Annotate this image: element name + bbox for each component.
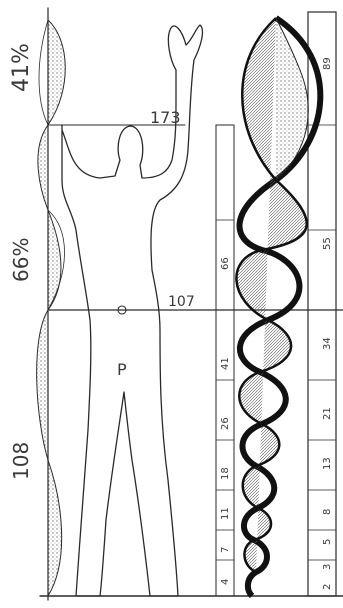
right-scale-numbers: 2 3 5 8 13 21 34 55 89 — [322, 57, 333, 590]
scale-right-number: 89 — [322, 57, 333, 70]
left-ribbon — [37, 20, 66, 596]
scale-left-number: 66 — [220, 257, 231, 270]
scale-left-number: 26 — [220, 417, 231, 430]
scale-right-number: 34 — [322, 337, 333, 350]
scale-right-number: 8 — [322, 509, 333, 515]
scale-left-number: 4 — [220, 579, 231, 585]
scale-left-number: 7 — [220, 547, 231, 553]
scale-left-number: 18 — [220, 467, 231, 480]
figure-mark: P — [117, 360, 127, 379]
label-navel-height: 107 — [168, 294, 195, 310]
scale-right-number: 21 — [322, 407, 333, 420]
scale-right-number: 3 — [322, 564, 333, 570]
label-mid-percent: 66% — [9, 238, 33, 282]
left-scale-numbers: 4 7 11 18 26 41 66 — [220, 257, 231, 585]
scale-right-number: 5 — [322, 539, 333, 545]
scale-right-number: 2 — [322, 584, 333, 590]
label-lower-left: 108 — [9, 442, 33, 480]
label-top-percent: 41% — [9, 43, 34, 92]
scale-left-number: 41 — [220, 357, 231, 370]
scale-right-number: 55 — [322, 237, 333, 250]
label-head-height: 173 — [150, 108, 181, 127]
scale-right-number: 13 — [322, 457, 333, 470]
scale-left-number: 11 — [220, 507, 231, 520]
